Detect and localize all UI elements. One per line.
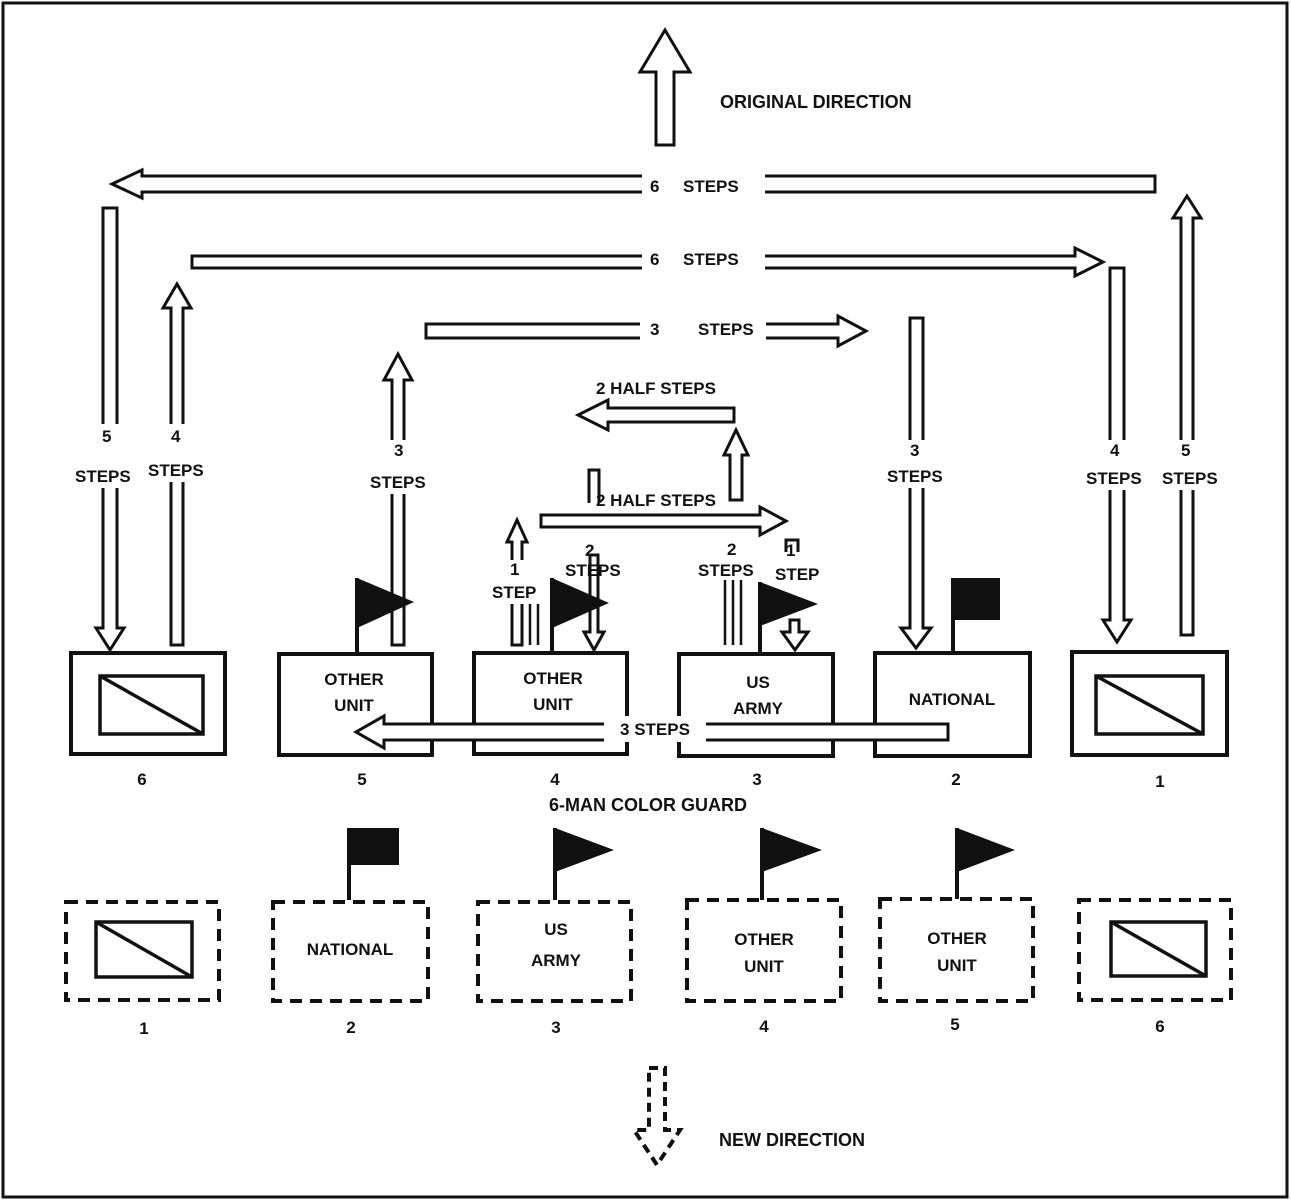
p4-down-unit: STEPS bbox=[565, 561, 621, 580]
bottom-p2-line1: NATIONAL bbox=[307, 940, 394, 959]
label-mask bbox=[1158, 440, 1230, 490]
top3-unit: STEPS bbox=[698, 320, 754, 339]
bottom-number-p2: 2 bbox=[346, 1018, 355, 1037]
bottom-box-p3 bbox=[476, 900, 633, 1003]
flag-bottom-p2 bbox=[347, 828, 399, 900]
top-p3-line1: US bbox=[746, 673, 770, 692]
p3-step-hook bbox=[784, 538, 800, 552]
flag-p4 bbox=[550, 578, 609, 652]
top-number-p2: 2 bbox=[951, 770, 960, 789]
label-mask bbox=[74, 424, 144, 488]
arrow-p1-up bbox=[1170, 193, 1204, 637]
p2-down-unit: STEPS bbox=[887, 467, 943, 486]
bottom-box-p2 bbox=[271, 900, 430, 1003]
new-direction-arrow bbox=[630, 1066, 684, 1169]
flag-bottom-p3 bbox=[553, 828, 614, 900]
p4-up-unit: STEP bbox=[492, 583, 536, 602]
bottom-box-p4 bbox=[685, 898, 843, 1003]
flag-bottom-p4 bbox=[760, 828, 822, 900]
top-number-p5: 5 bbox=[357, 770, 366, 789]
top6-right-unit: STEPS bbox=[683, 250, 739, 269]
p6-up-unit: STEPS bbox=[148, 461, 204, 480]
top-p4-line1: OTHER bbox=[523, 669, 583, 688]
top6-right-count: 6 bbox=[650, 250, 659, 269]
top-number-p3: 3 bbox=[752, 770, 761, 789]
top-p2-line1: NATIONAL bbox=[909, 690, 996, 709]
label-mask bbox=[642, 246, 765, 276]
arrow-p3-up bbox=[721, 426, 751, 502]
arrow-p3-down bbox=[779, 618, 811, 653]
bottom-p4-line2: UNIT bbox=[744, 957, 784, 976]
top-number-p4: 4 bbox=[550, 770, 560, 789]
label-mask bbox=[368, 440, 438, 494]
diagram-caption: 6-MAN COLOR GUARD bbox=[549, 795, 747, 815]
original-direction-label: ORIGINAL DIRECTION bbox=[720, 92, 912, 112]
flag-p2 bbox=[951, 578, 1000, 652]
label-mask bbox=[1084, 440, 1154, 490]
half-steps-upper-label: 2 HALF STEPS bbox=[596, 379, 716, 398]
p3-down-count: 1 bbox=[786, 541, 795, 560]
p6-down-unit: STEPS bbox=[75, 467, 131, 486]
p3-up-unit: STEPS bbox=[698, 561, 754, 580]
half-step-hook bbox=[587, 468, 601, 503]
flag-p5 bbox=[355, 578, 414, 652]
p3-down-unit: STEP bbox=[775, 565, 819, 584]
top3-count: 3 bbox=[650, 320, 659, 339]
p4-down-count: 2 bbox=[585, 541, 594, 560]
top-p3-line2: ARMY bbox=[733, 699, 784, 718]
bottom-box-p6 bbox=[1077, 898, 1233, 1002]
bottom-box-p5 bbox=[878, 897, 1035, 1003]
p5-up-unit: STEPS bbox=[370, 473, 426, 492]
top-box-p6 bbox=[69, 651, 227, 756]
arrow-2-half-steps-left bbox=[574, 397, 736, 433]
bottom-p3-line1: US bbox=[544, 920, 568, 939]
arrow-2-half-steps-right bbox=[539, 504, 790, 538]
top-number-p1: 1 bbox=[1155, 772, 1164, 791]
bottom-number-p3: 3 bbox=[551, 1018, 560, 1037]
p1-down-count: 4 bbox=[1110, 441, 1120, 460]
flag-p3 bbox=[758, 582, 818, 652]
label-mask bbox=[642, 170, 765, 200]
label-mask bbox=[146, 424, 216, 482]
bottom-p3-line2: ARMY bbox=[531, 951, 582, 970]
p1-up-count: 5 bbox=[1181, 441, 1190, 460]
label-mask bbox=[886, 440, 956, 488]
p1-down-unit: STEPS bbox=[1086, 469, 1142, 488]
p1-up-unit: STEPS bbox=[1162, 469, 1218, 488]
p6-up-count: 4 bbox=[171, 427, 181, 446]
top6-left-unit: STEPS bbox=[683, 177, 739, 196]
top-p5-line1: OTHER bbox=[324, 670, 384, 689]
flag-bottom-p5 bbox=[955, 828, 1015, 900]
bottom3-label: 3 STEPS bbox=[620, 720, 690, 739]
bottom-p4-line1: OTHER bbox=[734, 930, 794, 949]
p3-up-count: 2 bbox=[727, 540, 736, 559]
bottom-p5-line2: UNIT bbox=[937, 956, 977, 975]
p5-up-count: 3 bbox=[394, 441, 403, 460]
bottom-number-p5: 5 bbox=[950, 1015, 959, 1034]
bottom-number-p4: 4 bbox=[759, 1017, 769, 1036]
top6-left-count: 6 bbox=[650, 177, 659, 196]
bottom-number-p1: 1 bbox=[139, 1019, 148, 1038]
half-steps-lower-label: 2 HALF STEPS bbox=[596, 491, 716, 510]
bottom-number-p6: 6 bbox=[1155, 1017, 1164, 1036]
bottom-box-p1 bbox=[64, 900, 221, 1002]
bottom-p5-line1: OTHER bbox=[927, 929, 987, 948]
new-direction-label: NEW DIRECTION bbox=[719, 1130, 865, 1150]
label-mask bbox=[604, 716, 706, 742]
label-mask bbox=[488, 560, 548, 604]
original-direction-arrow bbox=[637, 27, 693, 147]
top-p5-line2: UNIT bbox=[334, 696, 374, 715]
label-mask bbox=[640, 314, 766, 344]
top-p4-line2: UNIT bbox=[533, 695, 573, 714]
arrow-6-steps-left bbox=[108, 167, 1157, 201]
top-box-p1 bbox=[1070, 650, 1229, 757]
p4-up-count: 1 bbox=[510, 560, 519, 579]
p2-down-count: 3 bbox=[910, 441, 919, 460]
p6-down-count: 5 bbox=[102, 427, 111, 446]
top-number-p6: 6 bbox=[137, 770, 146, 789]
